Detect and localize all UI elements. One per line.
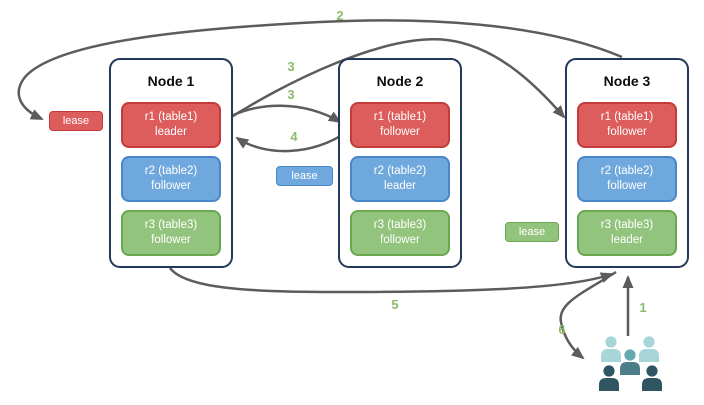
person-front-right	[642, 365, 662, 391]
replica-name: r2 (table2)	[373, 165, 427, 177]
node-3-replica-r2: r2 (table2) follower	[577, 156, 677, 202]
step-label-6: 6	[558, 322, 566, 337]
step-label-2: 2	[336, 8, 344, 23]
node-3-title: Node 3	[603, 73, 651, 89]
person-middle	[620, 349, 640, 375]
node-2-replica-r2: r2 (table2) leader	[350, 156, 450, 202]
replica-name: r2 (table2)	[600, 165, 654, 177]
step-label-3b: 3	[287, 87, 295, 102]
node-3-replica-r1: r1 (table1) follower	[577, 102, 677, 148]
step-label-1: 1	[639, 300, 647, 315]
replica-name: r3 (table3)	[600, 219, 654, 231]
arrow-step-4-node2-to-node1	[235, 129, 349, 153]
replica-role: follower	[607, 180, 647, 192]
node-1: Node 1 r1 (table1) leader r2 (table2) fo…	[109, 58, 233, 268]
replica-name: r1 (table1)	[600, 111, 654, 123]
node-3-replica-r3: r3 (table3) leader	[577, 210, 677, 256]
replica-name: r1 (table1)	[373, 111, 427, 123]
replica-name: r1 (table1)	[144, 111, 198, 123]
users-group-icon	[599, 336, 662, 391]
node-2: Node 2 r1 (table1) follower r2 (table2) …	[338, 58, 462, 268]
person-front-left	[599, 365, 619, 391]
node-2-replica-r1: r1 (table1) follower	[350, 102, 450, 148]
replica-role: follower	[151, 180, 191, 192]
node-1-replica-r3: r3 (table3) follower	[121, 210, 221, 256]
replica-role: leader	[384, 180, 416, 192]
person-back-left	[601, 336, 621, 362]
lease-badge-table2: lease	[276, 166, 333, 186]
replica-role: leader	[611, 234, 643, 246]
replica-name: r3 (table3)	[144, 219, 198, 231]
node-1-replica-r1: r1 (table1) leader	[121, 102, 221, 148]
arrow-step-6-node3-to-users	[559, 270, 617, 360]
arrow-step-2-node3-to-lease1	[17, 19, 623, 121]
node-2-title: Node 2	[376, 73, 424, 89]
arrow-step-5-node1-to-node3	[169, 267, 614, 294]
arrow-step-3-node1-to-node2	[221, 104, 342, 124]
step-label-3a: 3	[287, 59, 295, 74]
replica-role: follower	[151, 234, 191, 246]
step-label-5: 5	[391, 297, 399, 312]
arrow-step-3-node1-to-node3	[221, 38, 566, 125]
replica-role: follower	[380, 126, 420, 138]
lease-badge-table1: lease	[49, 111, 103, 131]
replica-role: leader	[155, 126, 187, 138]
replica-role: follower	[607, 126, 647, 138]
step-label-4: 4	[290, 129, 298, 144]
node-3: Node 3 r1 (table1) follower r2 (table2) …	[565, 58, 689, 268]
node-1-replica-r2: r2 (table2) follower	[121, 156, 221, 202]
replica-role: follower	[380, 234, 420, 246]
replica-name: r2 (table2)	[144, 165, 198, 177]
lease-badge-table3: lease	[505, 222, 559, 242]
node-1-title: Node 1	[147, 73, 195, 89]
node-2-replica-r3: r3 (table3) follower	[350, 210, 450, 256]
person-back-right	[639, 336, 659, 362]
replica-name: r3 (table3)	[373, 219, 427, 231]
